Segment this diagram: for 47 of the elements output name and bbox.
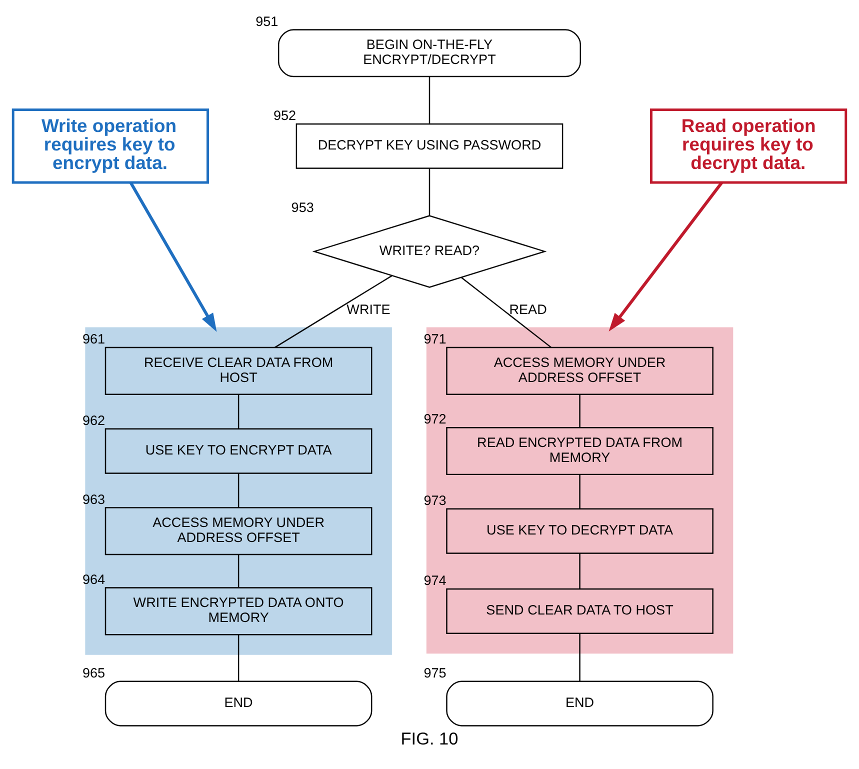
connector	[428, 76, 430, 124]
node-label: 963	[82, 492, 106, 507]
node-label: 962	[82, 412, 106, 428]
node-label: 953	[291, 200, 314, 215]
connector	[238, 394, 240, 429]
connector	[579, 554, 580, 589]
node-box: END	[446, 680, 714, 726]
connector	[428, 168, 430, 216]
node-label: 952	[273, 108, 296, 124]
node-label: 971	[424, 332, 446, 347]
connector	[579, 634, 580, 682]
connector	[579, 394, 580, 428]
node-label: 965	[82, 665, 106, 680]
node-box: USE KEY TO DECRYPT DATA	[446, 508, 714, 554]
node-box: USE KEY TO ENCRYPT DATA	[104, 428, 372, 474]
node-box: RECEIVE CLEAR DATA FROM HOST	[104, 346, 372, 395]
connector	[461, 277, 552, 348]
node-diamond: WRITE? READ?	[312, 215, 547, 288]
node-box: ACCESS MEMORY UNDER ADDRESS OFFSET	[446, 346, 714, 395]
cluster	[426, 327, 734, 654]
node-label: 975	[424, 665, 446, 680]
node-label: 951	[256, 14, 278, 29]
connector	[274, 275, 392, 348]
node-box: READ ENCRYPTED DATA FROM MEMORY	[446, 427, 714, 476]
node-box: WRITE ENCRYPTED DATA ONTO MEMORY	[104, 587, 372, 636]
node-label: 973	[424, 492, 446, 508]
node-box: END	[104, 680, 372, 726]
connector	[238, 634, 240, 681]
connector	[579, 474, 580, 509]
edge-label: READ	[509, 302, 547, 318]
arrow	[608, 182, 724, 332]
node-box: ACCESS MEMORY UNDER ADDRESS OFFSET	[104, 507, 372, 556]
node-label: 961	[82, 332, 106, 347]
edge-label: WRITE	[346, 302, 390, 318]
cluster	[85, 327, 392, 655]
connector	[238, 473, 240, 508]
node-box: BEGIN ON-THE-FLY ENCRYPT/DECRYPT	[278, 29, 582, 78]
node-label: 964	[82, 572, 106, 587]
node-box: Read operation requires key to decrypt data.	[650, 108, 848, 184]
node-label: 974	[424, 573, 446, 588]
node-box: SEND CLEAR DATA TO HOST	[446, 588, 714, 634]
caption: FIG. 10	[400, 728, 458, 748]
connector	[238, 554, 240, 588]
node-box: Write operation requires key to encrypt data.	[12, 108, 209, 184]
node-box: DECRYPT KEY USING PASSWORD	[296, 123, 564, 169]
arrow	[129, 182, 217, 332]
node-label: 972	[424, 412, 446, 427]
